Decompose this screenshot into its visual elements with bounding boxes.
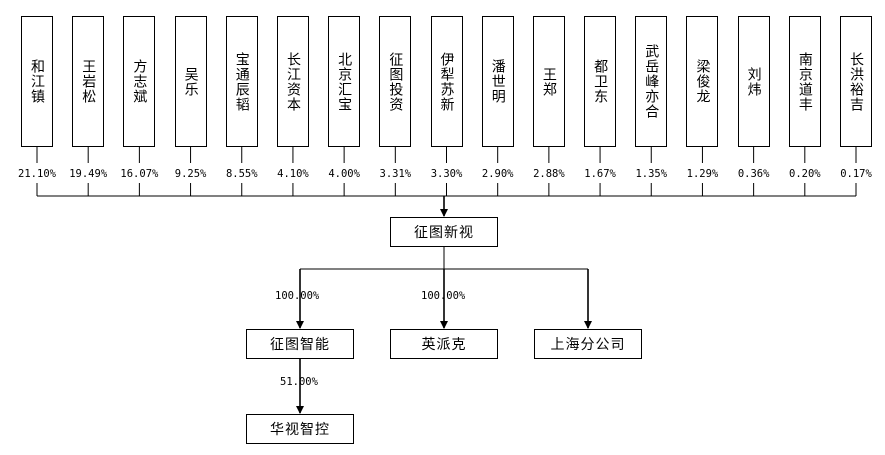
shareholder-name: 征图投资 [387,51,404,112]
shareholder-box: 和江镇 [21,16,53,147]
company-box: 征图新视 [390,217,498,247]
shareholder-box: 宝通辰韬 [225,16,258,147]
subsidiary-box-2: 上海分公司 [534,329,642,359]
shareholder-box: 吴乐 [174,16,207,147]
shareholder-name: 伊犁苏新 [438,51,455,112]
shareholder-box: 长江资本 [276,16,309,147]
shareholder-name: 长江资本 [284,51,301,112]
shareholder-box: 都卫东 [584,16,617,147]
shareholder-pct: 1.35% [635,168,668,180]
shareholder-name: 都卫东 [592,59,609,104]
shareholder-pct: 4.00% [328,168,360,180]
shareholder-name: 长洪裕吉 [848,51,864,112]
shareholder-name: 王岩松 [80,59,97,104]
shareholder-pct: 0.17% [840,168,872,180]
subsidiary-name-1: 英派克 [421,337,467,353]
shareholder-box: 北京汇宝 [328,16,361,147]
shareholder-name: 和江镇 [29,59,45,104]
subsidiary-box-0: 征图智能 [246,329,354,359]
sub-subsidiary-pct: 51.00% [280,376,318,388]
sub-subsidiary-name: 华视智控 [270,422,330,438]
shareholder-pct: 9.25% [174,168,207,180]
shareholder-pct: 2.88% [533,168,565,180]
shareholder-pct: 0.36% [737,168,770,180]
shareholder-pct: 3.31% [379,168,412,180]
shareholder-box: 南京道丰 [788,16,821,147]
subsidiary-pct-0: 100.00% [275,290,320,302]
shareholder-name: 王郑 [540,66,557,97]
shareholder-box: 王郑 [532,16,565,147]
subsidiary-box-1: 英派克 [390,329,498,359]
company-name: 征图新视 [414,225,474,241]
shareholder-pct: 2.90% [481,168,514,180]
shareholder-name: 宝通辰韬 [233,51,250,112]
shareholder-pct: 16.07% [120,168,159,180]
shareholder-name: 刘炜 [745,66,762,97]
subsidiary-name-0: 征图智能 [270,337,330,353]
shareholder-pct: 0.20% [789,168,821,180]
shareholder-box: 征图投资 [379,16,412,147]
shareholder-name: 北京汇宝 [336,51,353,112]
shareholder-pct: 21.10% [18,168,56,180]
shareholder-pct: 19.49% [69,168,108,180]
subsidiary-pct-1: 100.00% [421,290,466,302]
shareholder-box: 王岩松 [72,16,105,147]
shareholder-box: 武岳峰亦合 [635,16,668,147]
shareholder-name: 梁俊龙 [694,59,711,104]
shareholder-pct: 1.67% [584,168,616,180]
shareholder-pct: 8.55% [225,168,258,180]
shareholder-name: 方志斌 [131,59,148,104]
shareholder-box: 方志斌 [123,16,156,147]
shareholder-pct: 3.30% [430,168,463,180]
sub-subsidiary-box: 华视智控 [246,414,354,444]
shareholder-name: 南京道丰 [796,51,813,112]
shareholder-name: 潘世明 [489,59,506,104]
shareholder-pct: 4.10% [277,168,309,180]
shareholder-box: 长洪裕吉 [840,16,872,147]
subsidiary-name-2: 上海分公司 [550,337,626,353]
shareholder-box: 刘炜 [737,16,770,147]
shareholder-name: 吴乐 [182,66,199,97]
shareholder-box: 梁俊龙 [686,16,719,147]
shareholder-box: 潘世明 [481,16,514,147]
shareholder-pct: 1.29% [686,168,719,180]
shareholder-box: 伊犁苏新 [430,16,463,147]
shareholder-name: 武岳峰亦合 [643,44,660,119]
